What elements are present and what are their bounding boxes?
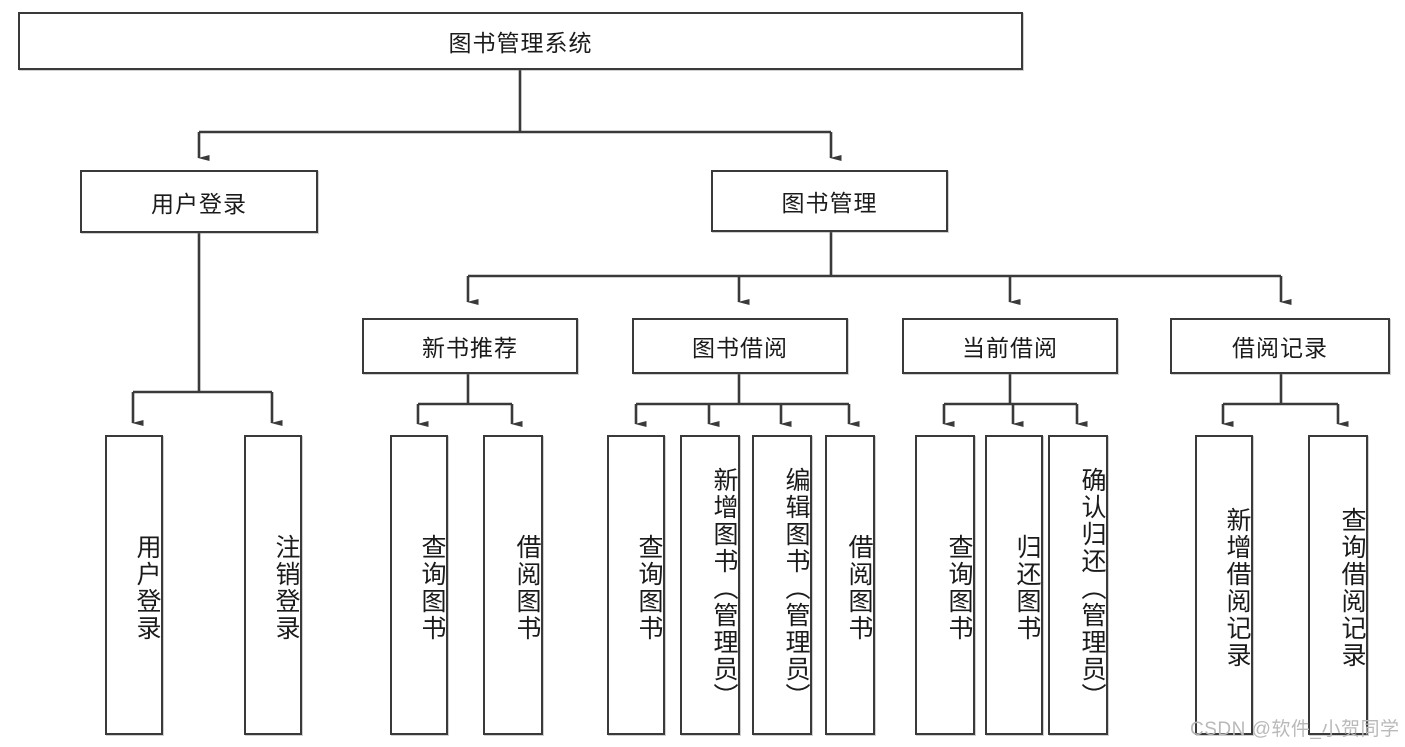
node-leaf-return-book[interactable]: 归还图书 (985, 435, 1043, 735)
watermark: CSDN @软件_小贺同学 (1190, 719, 1400, 740)
node-new-book-recommend[interactable]: 新书推荐 (362, 318, 578, 374)
node-label: 查询图书 (635, 534, 663, 642)
node-borrow-record[interactable]: 借阅记录 (1170, 318, 1390, 374)
node-label: 编辑图书（管理员） (782, 466, 810, 710)
node-label: 新增图书（管理员） (710, 466, 738, 710)
node-label: 借阅图书 (513, 534, 541, 642)
node-book-management-system[interactable]: 图书管理系统 (18, 12, 1023, 70)
node-label: 图书借阅 (692, 335, 788, 361)
node-label: 注销登录 (272, 534, 300, 642)
node-label: 当前借阅 (962, 335, 1058, 361)
node-leaf-add-record[interactable]: 新增借阅记录 (1195, 435, 1253, 735)
node-label: 图书管理系统 (448, 30, 593, 56)
node-leaf-query-book-2[interactable]: 查询图书 (607, 435, 665, 735)
node-label: 查询借阅记录 (1338, 507, 1366, 669)
node-leaf-add-book[interactable]: 新增图书（管理员） (680, 435, 740, 735)
node-label: 用户登录 (133, 534, 161, 642)
node-leaf-confirm-return[interactable]: 确认归还（管理员） (1048, 435, 1108, 735)
node-current-borrow[interactable]: 当前借阅 (902, 318, 1118, 374)
node-label: 归还图书 (1013, 534, 1041, 642)
node-label: 用户登录 (151, 190, 247, 217)
node-user-login[interactable]: 用户登录 (80, 170, 318, 233)
node-label: 新书推荐 (422, 335, 518, 361)
node-leaf-query-record[interactable]: 查询借阅记录 (1308, 435, 1368, 735)
node-book-management[interactable]: 图书管理 (711, 170, 948, 232)
node-leaf-edit-book[interactable]: 编辑图书（管理员） (752, 435, 812, 735)
node-leaf-borrow-book-2[interactable]: 借阅图书 (825, 435, 875, 735)
node-label: 图书管理 (781, 190, 878, 216)
node-leaf-user-login[interactable]: 用户登录 (105, 435, 163, 735)
node-leaf-query-book-1[interactable]: 查询图书 (390, 435, 448, 735)
node-label: 确认归还（管理员） (1078, 466, 1106, 710)
node-leaf-query-book-3[interactable]: 查询图书 (915, 435, 975, 735)
node-label: 查询图书 (418, 534, 446, 642)
node-label: 借阅记录 (1232, 335, 1328, 361)
node-leaf-borrow-book-1[interactable]: 借阅图书 (483, 435, 543, 735)
node-label: 新增借阅记录 (1223, 507, 1251, 669)
node-leaf-logout[interactable]: 注销登录 (244, 435, 302, 735)
node-label: 借阅图书 (845, 534, 873, 642)
node-book-borrow[interactable]: 图书借阅 (632, 318, 848, 374)
node-label: 查询图书 (945, 534, 973, 642)
